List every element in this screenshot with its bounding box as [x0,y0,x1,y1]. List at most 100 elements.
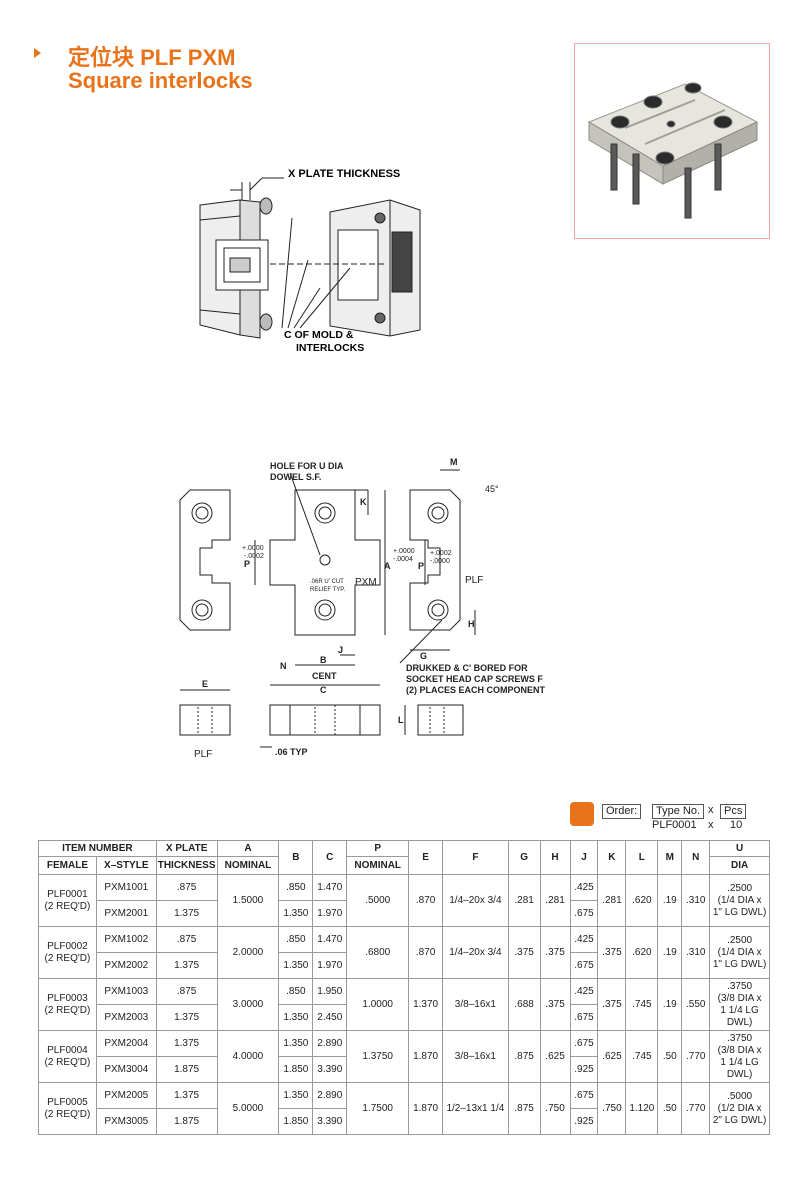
th-e: E [408,840,444,875]
tol-p-right: +.0002 [430,550,452,557]
cell-j: .675 [569,1004,599,1031]
cell-h: .625 [539,1030,571,1083]
cell-u-line: .2500 [727,882,753,894]
cell-thickness: 1.375 [155,952,218,979]
product-photo [574,43,770,239]
cell-female: PLF0004(2 REQ'D) [38,1030,97,1083]
cell-c: 2.890 [312,1082,348,1109]
cell-j: .425 [569,978,599,1005]
th-p-1: P [346,840,410,857]
x-plate-label: X PLATE THICKNESS [288,168,400,180]
cell-thickness: 1.875 [155,1108,218,1135]
th-xplate-2: THICKNESS [155,856,218,875]
cell-xstyle: PXM2004 [95,1030,157,1057]
cell-p: 1.3750 [346,1030,410,1083]
cell-female: PLF0003(2 REQ'D) [38,978,97,1031]
spec-table: ITEM NUMBER X PLATE A B C P E F G H J K … [38,840,770,1135]
cell-b: .850 [278,926,314,953]
cell-l: .620 [625,926,659,979]
cell-f: 3/8–16x1 [442,978,509,1031]
order-example: Order: Type No. x Pcs PLF0001 x 10 [570,802,770,832]
cell-k: .750 [597,1082,627,1135]
cell-p: 1.7500 [346,1082,410,1135]
cell-l: .745 [625,978,659,1031]
cell-female-line: PLF0005 [47,1096,88,1108]
dim-k: K [360,497,367,507]
cell-female-line: PLF0002 [47,940,88,952]
tol-a-2: -.0004 [393,556,413,563]
cell-k: .375 [597,978,627,1031]
tol-p-left2: -.0002 [244,553,264,560]
cell-female-line: PLF0003 [47,992,88,1004]
cell-thickness: .875 [155,926,218,953]
cell-j: .925 [569,1108,599,1135]
cell-u-line: 1 1/4 LG DWL) [720,1004,759,1028]
drill-label-3: (2) PLACES EACH COMPONENT [406,685,546,695]
pxm-label: PXM [355,577,377,588]
cell-female: PLF0001(2 REQ'D) [38,874,97,927]
cell-p: .6800 [346,926,410,979]
cell-c: 2.890 [312,1030,348,1057]
cell-j: .425 [569,874,599,901]
cell-f: 1/2–13x1 1/4 [442,1082,509,1135]
th-xplate-1: X PLATE [155,840,218,857]
hole-label-2: DOWEL S.F. [270,472,321,482]
cell-m: .50 [657,1030,683,1083]
order-label: Order: [602,804,642,819]
dim-m: M [450,457,458,467]
cell-thickness: 1.375 [155,1030,218,1057]
cell-b: .850 [278,874,314,901]
th-g: G [507,840,541,875]
mold-assembly-diagram: X PLATE THICKNESS C OF MOLD & INTERLOCKS [199,168,421,354]
cell-n: .770 [681,1030,711,1083]
cell-xstyle: PXM2003 [95,1004,157,1031]
cell-female-line: (2 REQ'D) [44,1056,91,1068]
cell-thickness: 1.375 [155,1004,218,1031]
th-a-1: A [216,840,280,857]
cell-female-line: (2 REQ'D) [44,1108,91,1120]
cell-u-line: .5000 [727,1090,753,1102]
cell-p: .5000 [346,874,410,927]
cell-b: 1.350 [278,900,314,927]
cell-a: 4.0000 [216,1030,280,1083]
triangle-right-icon [34,48,41,58]
cell-female: PLF0005(2 REQ'D) [38,1082,97,1135]
th-f: F [442,840,509,875]
cell-b: 1.350 [278,1082,314,1109]
cell-xstyle: PXM2001 [95,900,157,927]
cell-c: 1.470 [312,874,348,901]
cell-a: 2.0000 [216,926,280,979]
type-no-label: Type No. [652,804,705,819]
title-en: Square interlocks [68,68,253,93]
cell-female-line: PLF0001 [47,888,88,900]
cell-a: 1.5000 [216,874,280,927]
cell-b: 1.350 [278,1030,314,1057]
th-m: M [657,840,683,875]
cell-female: PLF0002(2 REQ'D) [38,926,97,979]
th-j: J [569,840,599,875]
cell-l: 1.120 [625,1082,659,1135]
cell-thickness: 1.375 [155,900,218,927]
cell-f: 1/4–20x 3/4 [442,926,509,979]
order-x-2: x [708,819,714,831]
th-l: L [625,840,659,875]
cell-m: .19 [657,874,683,927]
cell-b: 1.850 [278,1056,314,1083]
cell-h: .375 [539,978,571,1031]
th-p-2: NOMINAL [346,856,410,875]
dim-c: C [320,685,327,695]
th-female: FEMALE [38,856,97,875]
cell-c: 1.970 [312,900,348,927]
center-label-1: C OF MOLD & [284,329,354,341]
relief-label-1: .06R U' CUT [310,579,344,585]
cell-g: .875 [507,1030,541,1083]
order-x: x [708,804,714,816]
cell-xstyle: PXM2002 [95,952,157,979]
cell-l: .620 [625,874,659,927]
